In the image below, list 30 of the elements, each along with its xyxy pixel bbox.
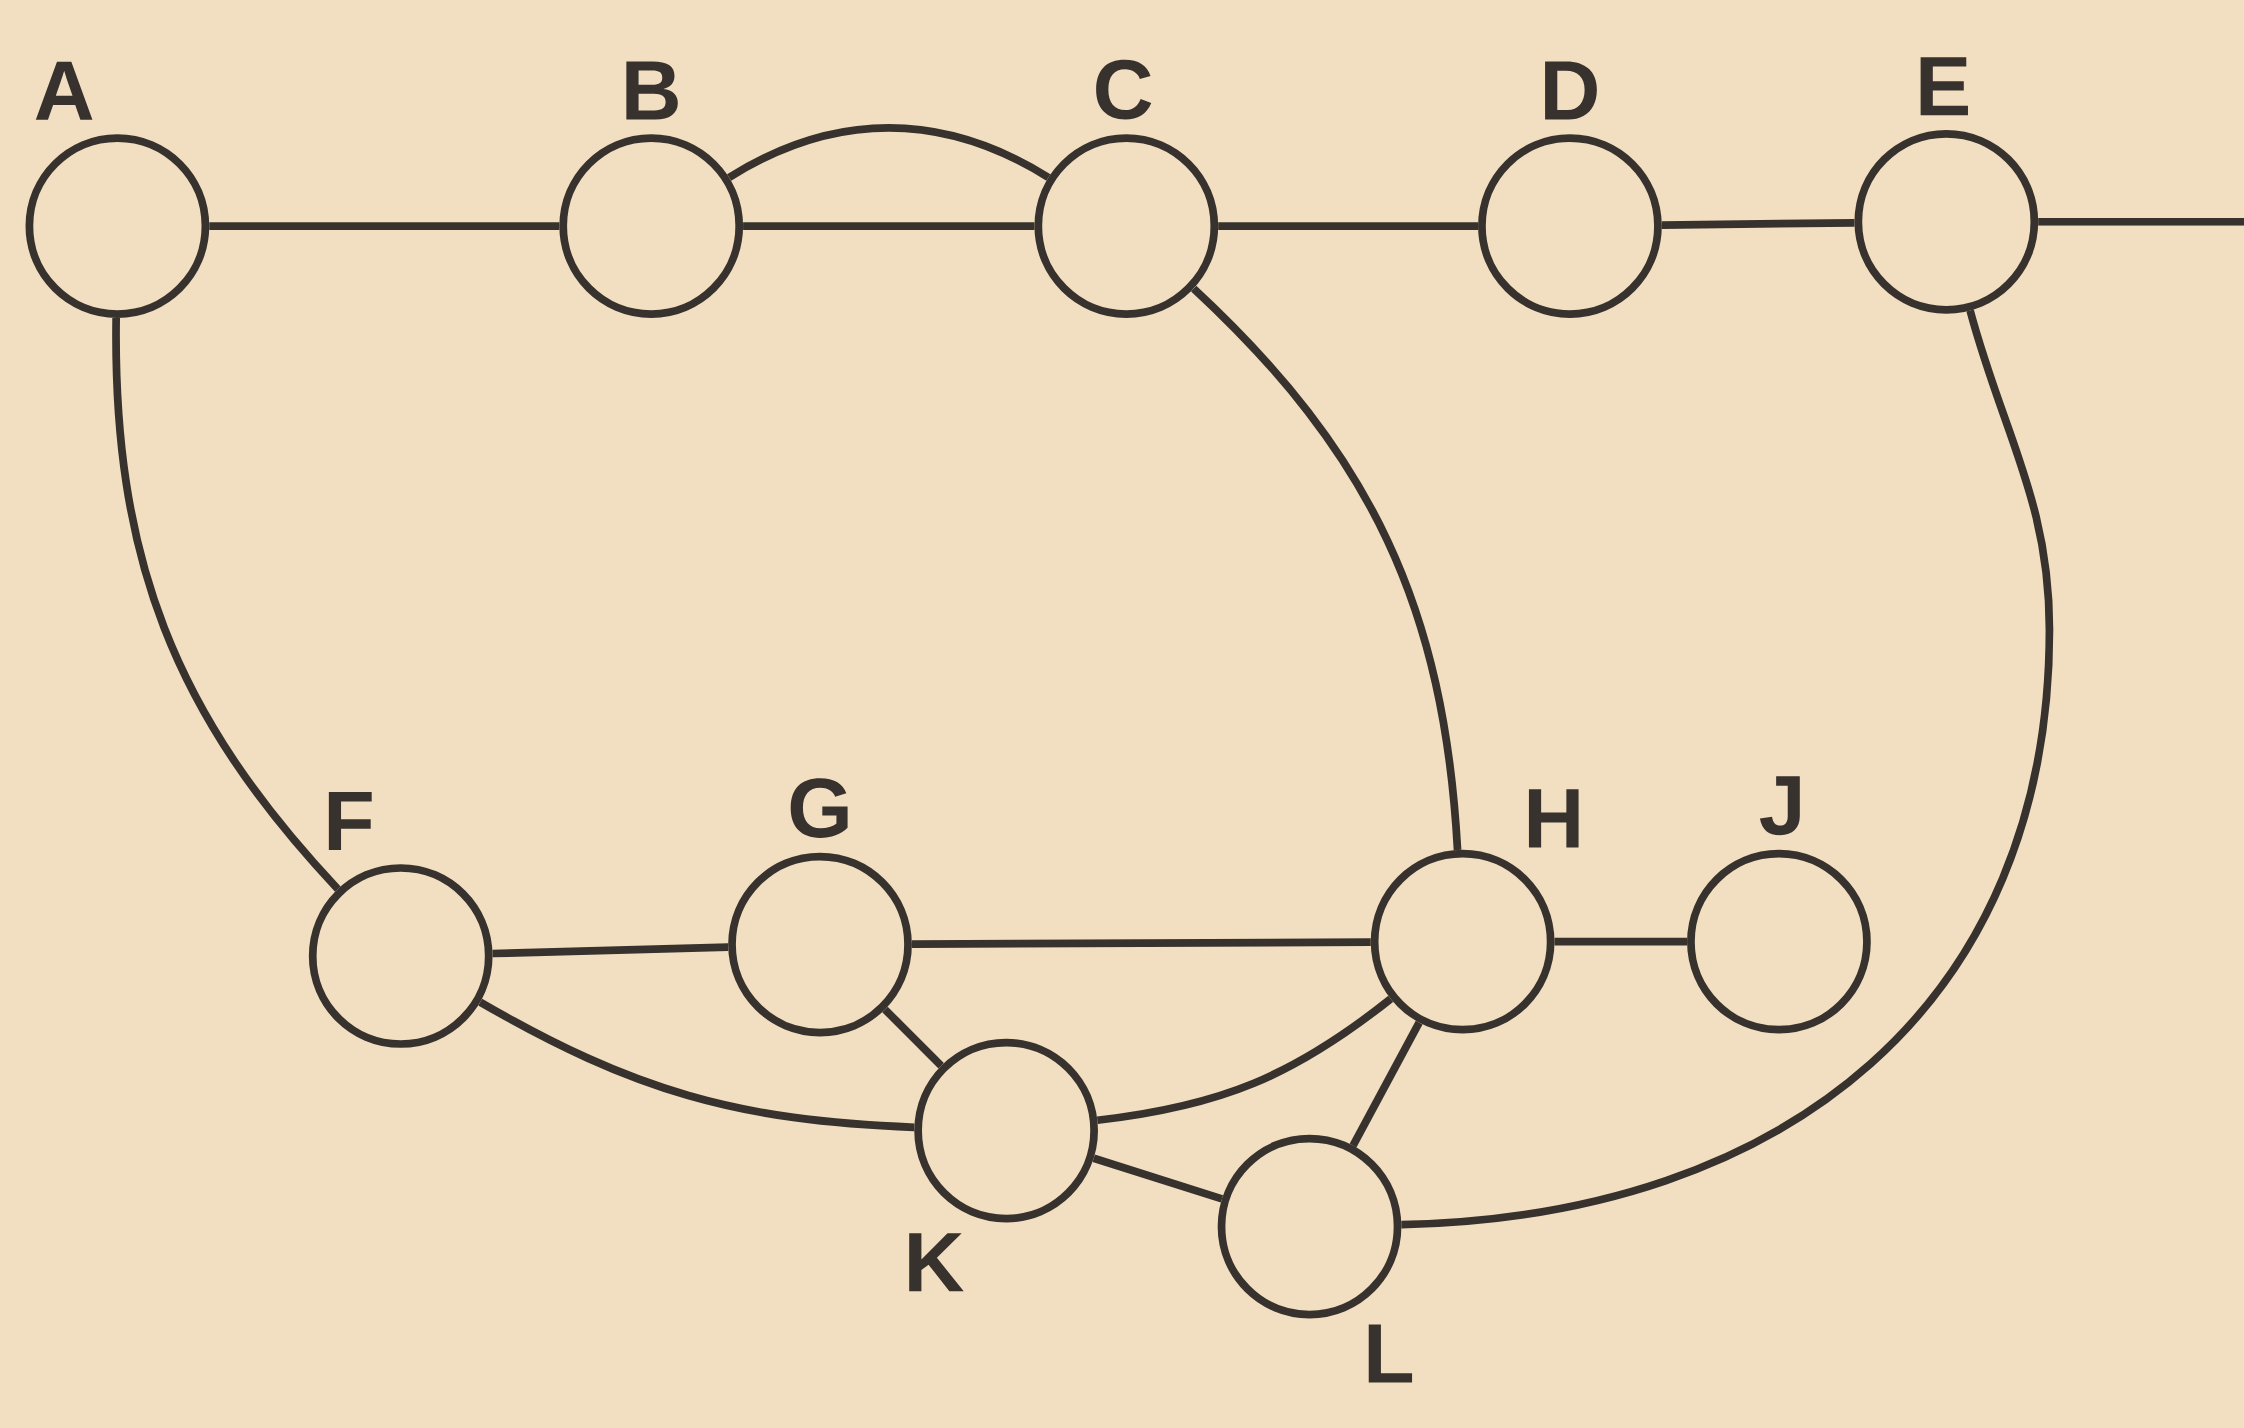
node-label: K [909, 1233, 964, 1292]
connector-line [1349, 1020, 1423, 1148]
circle-node: L [1217, 1134, 1413, 1383]
node-label: E [1920, 57, 1968, 116]
node-label: L [1368, 1324, 1413, 1383]
node-label: D [1545, 61, 1597, 120]
connector-line [727, 124, 1051, 181]
connector-line [1191, 285, 1462, 851]
circle-node: F [308, 792, 493, 1048]
circle-node: A [25, 61, 210, 318]
node-label: F [328, 792, 372, 851]
node-label: C [1096, 59, 1152, 120]
connector-line [1401, 309, 2054, 1229]
circle-node: J [1687, 776, 1871, 1034]
circle-node: B [559, 61, 744, 318]
circle-node: D [1478, 61, 1662, 318]
connector-line [1096, 995, 1394, 1125]
circle-node: K [909, 1038, 1098, 1292]
circle-node: G [728, 778, 912, 1037]
node-label: A [35, 61, 93, 120]
circle-node: C [1034, 59, 1219, 318]
node-label: G [790, 778, 848, 838]
node-label: B [626, 61, 678, 120]
connector-line [882, 1006, 944, 1069]
circle-node: E [1854, 57, 2039, 314]
node-label: H [1528, 789, 1579, 848]
node-label: J [1759, 776, 1800, 836]
connector-line [1092, 1154, 1224, 1203]
circle-node: H [1370, 789, 1579, 1034]
connector-line [112, 317, 341, 892]
